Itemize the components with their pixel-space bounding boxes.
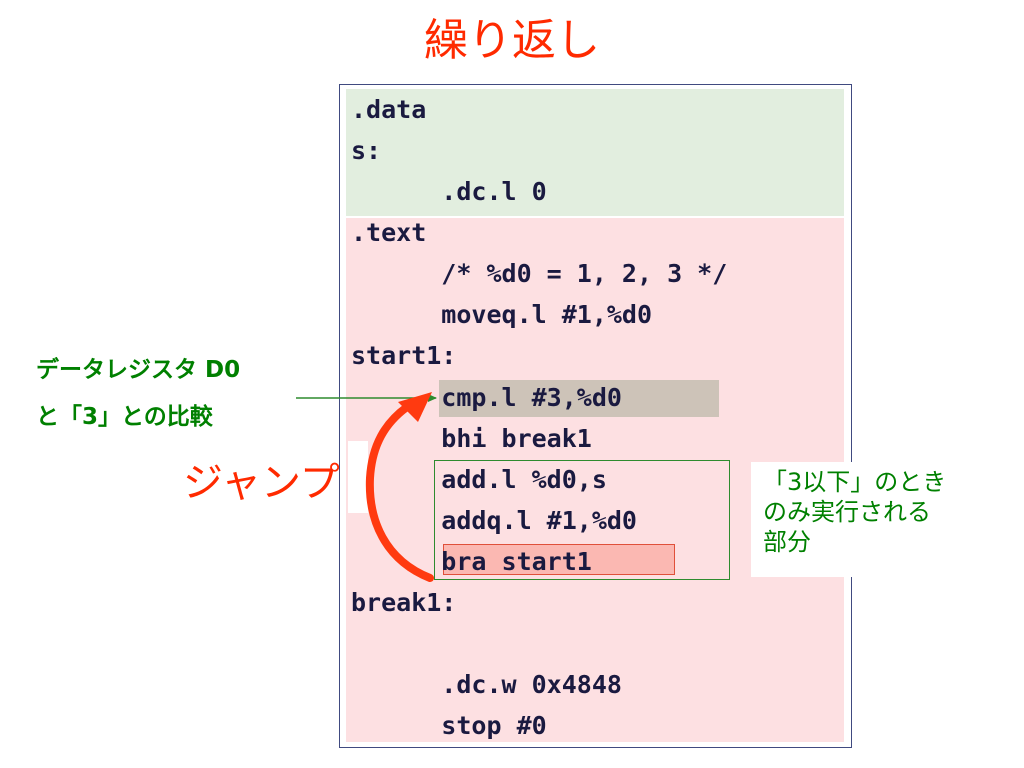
code-line: bhi break1 (351, 424, 592, 453)
code-line: .text (351, 218, 427, 247)
conditional-block-outline (434, 460, 730, 580)
code-line: .data (351, 95, 427, 124)
code-line: stop #0 (351, 711, 547, 740)
bra-instruction-highlight (443, 544, 675, 575)
code-line: addq.l #1,%d0 (351, 506, 637, 535)
cmp-instruction-highlight (439, 380, 719, 417)
code-line: break1: (351, 588, 457, 617)
code-line: s: (351, 136, 382, 165)
slide-title: 繰り返し (424, 15, 600, 66)
code-line: add.l %d0,s (351, 465, 607, 494)
code-line: .dc.l 0 (351, 177, 547, 206)
code-line: moveq.l #1,%d0 (351, 300, 653, 329)
jump-label-backdrop (348, 441, 368, 513)
code-line: .dc.w 0x4848 (351, 670, 622, 699)
jump-curved-arrow-icon (365, 392, 434, 582)
register-label-line1: データレジスタ D0 (36, 357, 241, 383)
note-backdrop (751, 462, 991, 577)
note-line1: 「3以下」のとき (763, 468, 947, 496)
jump-label: ジャンプ (183, 460, 340, 506)
register-label-line2: と「3」との比較 (36, 404, 213, 430)
code-line: cmp.l #3,%d0 (351, 383, 622, 412)
note-line2: のみ実行される (763, 498, 931, 526)
note-line3: 部分 (763, 528, 811, 556)
code-line: /* %d0 = 1, 2, 3 */ (351, 259, 728, 288)
code-line: bra start1 (351, 547, 592, 576)
data-section-background (346, 89, 844, 216)
code-line: start1: (351, 341, 457, 370)
